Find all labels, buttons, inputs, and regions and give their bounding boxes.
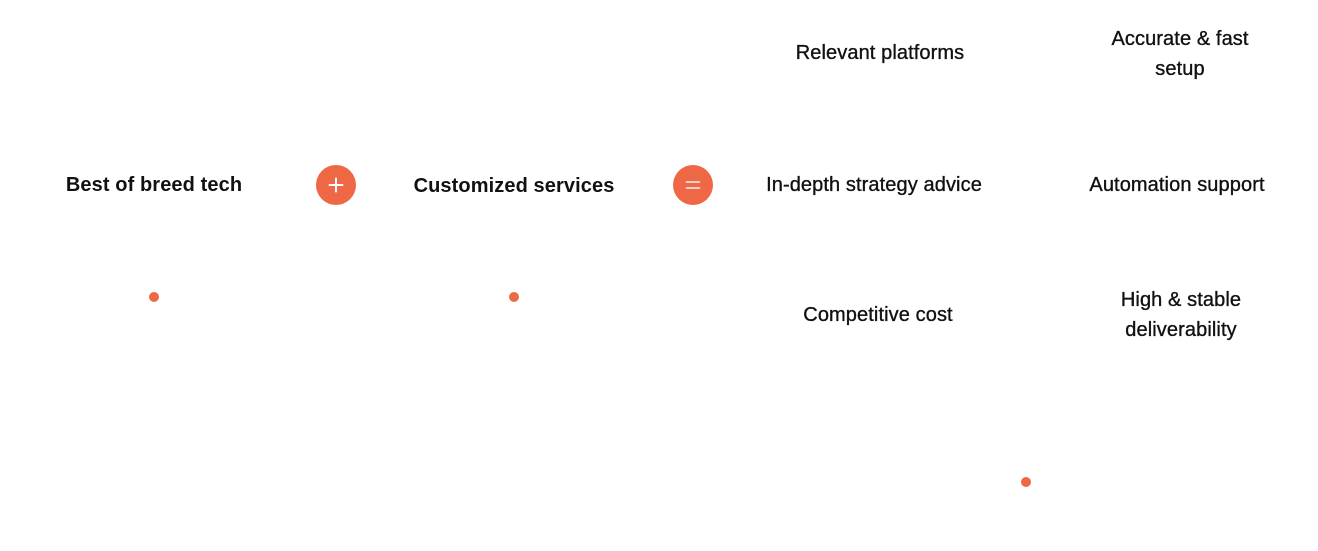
dot-icon bbox=[509, 292, 519, 302]
dot-icon bbox=[149, 292, 159, 302]
dot-icon bbox=[1021, 477, 1031, 487]
term-customized-services: Customized services bbox=[413, 175, 615, 197]
result-relevant-platforms: Relevant platforms bbox=[795, 42, 965, 64]
result-in-depth-strategy-advice: In-depth strategy advice bbox=[766, 174, 982, 196]
equals-icon bbox=[685, 181, 701, 189]
plus-icon bbox=[328, 177, 344, 193]
result-competitive-cost: Competitive cost bbox=[803, 304, 953, 326]
result-accurate-fast-setup: Accurate & fast setup bbox=[1111, 28, 1249, 80]
result-automation-support: Automation support bbox=[1089, 174, 1265, 196]
result-high-stable-deliverability: High & stable deliverability bbox=[1120, 289, 1242, 341]
term-best-of-breed-tech: Best of breed tech bbox=[65, 174, 243, 196]
equals-operator bbox=[673, 165, 713, 205]
plus-operator bbox=[316, 165, 356, 205]
